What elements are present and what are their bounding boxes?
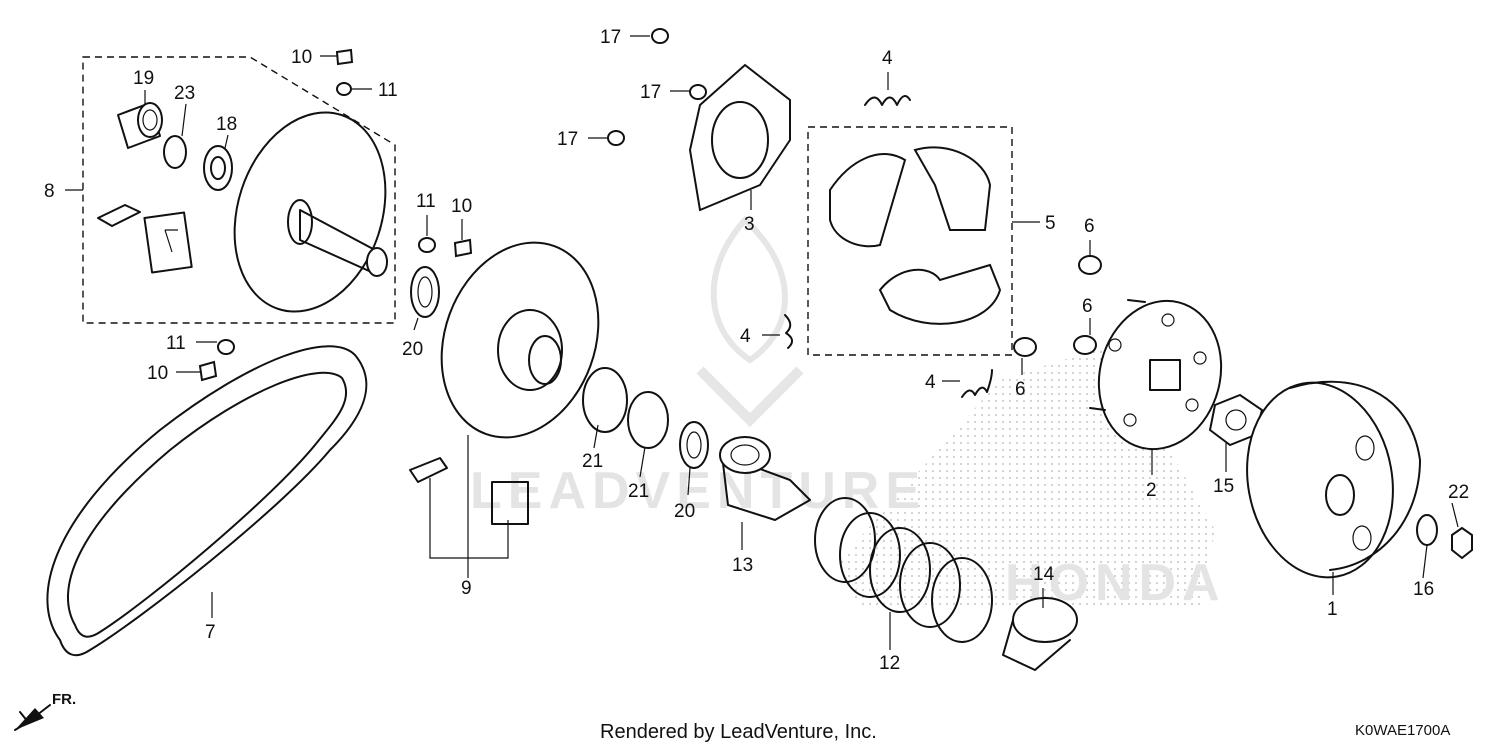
callout-3: 3 <box>744 214 755 235</box>
footer-credit: Rendered by LeadVenture, Inc. <box>600 721 877 743</box>
callout-17: 17 <box>600 27 621 48</box>
callout-9: 9 <box>461 578 472 599</box>
callout-17: 17 <box>557 129 578 150</box>
clutch-weight-group-box <box>807 126 1013 356</box>
callout-21: 21 <box>628 481 649 502</box>
small-caps <box>198 48 473 382</box>
callout-4: 4 <box>925 372 936 393</box>
callout-20: 20 <box>674 501 695 522</box>
drive-face-group-box <box>82 56 396 324</box>
clutch-plate <box>688 63 791 212</box>
o-ring-b <box>627 391 669 449</box>
callout-7: 7 <box>205 622 216 643</box>
callout-21: 21 <box>582 451 603 472</box>
callout-11: 11 <box>378 80 398 101</box>
front-direction-arrow: FR. <box>14 691 76 731</box>
callout-18: 18 <box>216 114 237 135</box>
clip-a <box>651 28 669 44</box>
callout-20: 20 <box>402 339 423 360</box>
clip-c <box>607 130 625 146</box>
o-ring-a <box>582 367 628 433</box>
callout-4: 4 <box>882 48 893 69</box>
clip-b <box>689 84 707 100</box>
callout-12: 12 <box>879 653 900 674</box>
weight-spring-mid <box>784 314 793 349</box>
callout-6: 6 <box>1084 216 1095 237</box>
roller-a <box>1078 255 1102 275</box>
collar <box>719 436 811 521</box>
callout-13: 13 <box>732 555 753 576</box>
callouts: 17 17 17 4 3 5 6 6 6 4 4 10 11 19 23 18 … <box>44 27 1469 674</box>
callout-23: 23 <box>174 83 195 104</box>
callout-11: 11 <box>166 333 186 354</box>
roller-b <box>1073 335 1097 355</box>
callout-5: 5 <box>1045 213 1056 234</box>
clutch-weights <box>829 146 1002 325</box>
drive-belt <box>46 345 368 657</box>
callout-6: 6 <box>1015 379 1026 400</box>
oil-seal-lower <box>679 421 709 469</box>
nut-22 <box>1451 526 1473 560</box>
callout-22: 22 <box>1448 482 1469 503</box>
clutch-drum <box>1246 380 1421 579</box>
direction-label: FR. <box>52 691 76 708</box>
callout-17: 17 <box>640 82 661 103</box>
watermark-text: LEADVENTURE <box>470 462 926 520</box>
callout-4: 4 <box>740 326 751 347</box>
driven-spring <box>814 497 993 643</box>
callout-19: 19 <box>133 68 154 89</box>
callout-10: 10 <box>147 363 168 384</box>
weight-spring-low <box>961 369 993 398</box>
spring-seat <box>1002 597 1078 671</box>
callout-11: 11 <box>416 191 436 212</box>
callout-1: 1 <box>1327 599 1338 620</box>
callout-2: 2 <box>1146 480 1157 501</box>
weight-spring-top <box>864 95 911 106</box>
driven-face <box>409 241 600 525</box>
callout-16: 16 <box>1413 579 1434 600</box>
roller-c <box>1013 337 1037 357</box>
callout-10: 10 <box>291 47 312 68</box>
oil-seal-upper <box>410 266 440 318</box>
callout-8: 8 <box>44 181 55 202</box>
leader-lines <box>65 35 1459 650</box>
drive-face-assembly <box>97 102 388 313</box>
diagram-code: K0WAE1700A <box>1355 722 1450 739</box>
callout-6: 6 <box>1082 296 1093 317</box>
callout-15: 15 <box>1213 476 1234 497</box>
clutch-carrier <box>1089 299 1223 451</box>
washer-16 <box>1416 514 1438 546</box>
callout-14: 14 <box>1033 564 1055 585</box>
callout-10: 10 <box>451 196 472 217</box>
